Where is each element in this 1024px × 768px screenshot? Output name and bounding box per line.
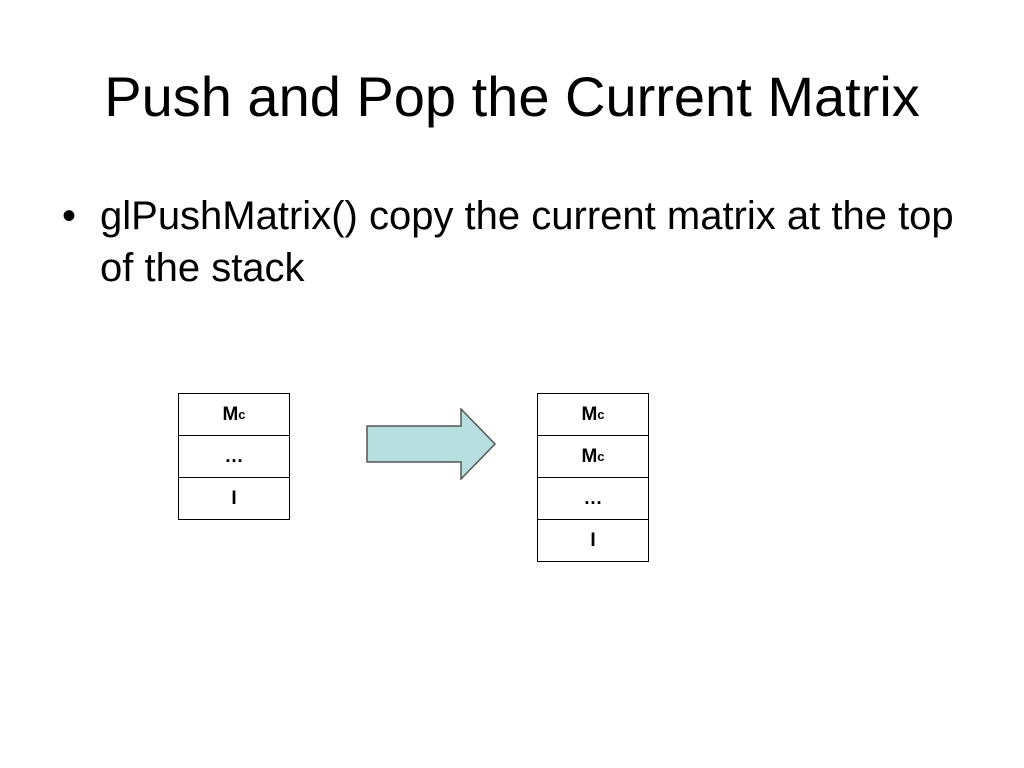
right-arrow-icon bbox=[366, 408, 497, 480]
cell-label: … bbox=[224, 445, 244, 467]
bullet-item: • glPushMatrix() copy the current matrix… bbox=[62, 190, 962, 294]
bullet-list: • glPushMatrix() copy the current matrix… bbox=[62, 190, 962, 294]
cell-label: I bbox=[231, 487, 237, 509]
cell-label: M bbox=[222, 403, 239, 425]
bullet-marker: • bbox=[62, 194, 77, 238]
cell-label: … bbox=[583, 487, 603, 509]
stack-cell-ellipsis: … bbox=[178, 436, 290, 478]
stack-cell-identity: I bbox=[178, 478, 290, 520]
cell-label: M bbox=[581, 403, 598, 425]
bullet-text: glPushMatrix() copy the current matrix a… bbox=[100, 194, 954, 290]
slide-title: Push and Pop the Current Matrix bbox=[104, 65, 920, 128]
arrow-shape bbox=[366, 408, 497, 480]
stack-cell-ellipsis: … bbox=[537, 478, 649, 520]
cell-label: I bbox=[590, 529, 596, 551]
stack-cell-identity: I bbox=[537, 520, 649, 562]
cell-label: M bbox=[581, 445, 598, 467]
